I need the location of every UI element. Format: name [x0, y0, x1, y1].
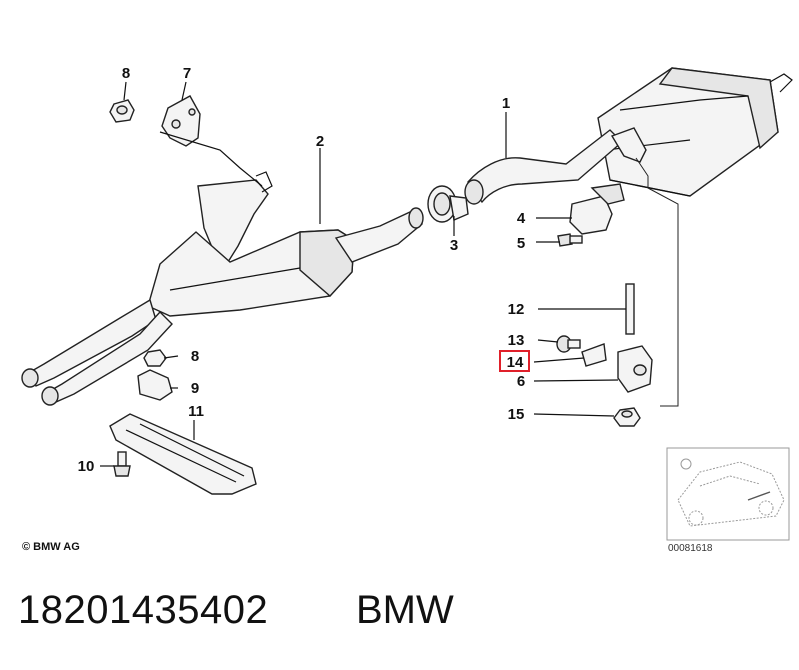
callout-11: 11 — [188, 403, 204, 420]
nut-8-top-drawing — [109, 99, 135, 123]
bolt-13-drawing — [556, 335, 581, 353]
callout-13: 13 — [508, 332, 525, 349]
nut-15-drawing — [613, 407, 641, 427]
brand-name: BMW — [356, 588, 454, 632]
callout-3: 3 — [450, 237, 458, 254]
callout-2: 2 — [316, 133, 324, 150]
part-number: 18201435402 — [18, 588, 269, 632]
callout-5: 5 — [517, 235, 525, 252]
callout-14-highlight-box — [499, 350, 530, 372]
callout-8-lower: 8 — [191, 348, 199, 365]
bolt-5-drawing — [557, 233, 583, 247]
stud-12-drawing — [625, 283, 635, 335]
callout-14: 14 — [507, 354, 524, 371]
bracket-9-drawing — [137, 369, 173, 401]
rear-muffler-drawing — [597, 67, 793, 197]
callout-1: 1 — [502, 95, 510, 112]
callout-6: 6 — [517, 373, 525, 390]
callout-4: 4 — [517, 210, 526, 227]
leader-lines — [100, 81, 626, 467]
callout-9: 9 — [191, 380, 199, 397]
vehicle-thumbnail — [666, 447, 790, 541]
callout-8-top: 8 — [122, 65, 130, 82]
center-pipe-drawing — [21, 171, 424, 406]
callout-10: 10 — [78, 458, 95, 475]
bolt-10-drawing — [113, 451, 131, 477]
clamp-drawing — [427, 185, 469, 223]
nut-8-lower-drawing — [143, 349, 167, 367]
callout-7: 7 — [183, 65, 191, 82]
heat-shield-drawing — [109, 413, 257, 495]
rubber-mount-6-drawing — [617, 345, 653, 393]
callout-15: 15 — [508, 406, 525, 423]
plate-14-drawing — [581, 343, 607, 367]
callout-12: 12 — [508, 301, 525, 318]
rear-pipe-drawing — [464, 129, 624, 205]
tail-trim-drawing — [569, 183, 625, 235]
diagram-code: 00081618 — [668, 543, 713, 554]
copyright-text: © BMW AG — [22, 541, 80, 553]
